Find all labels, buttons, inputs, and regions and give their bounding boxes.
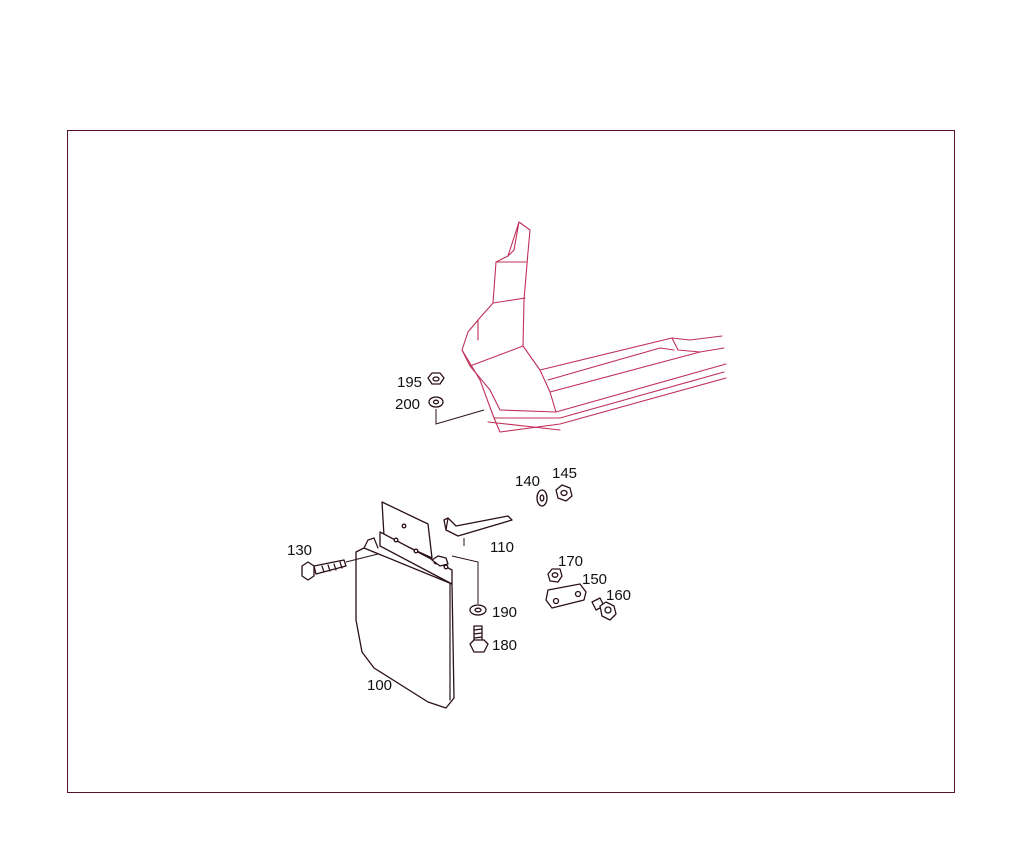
- callout-195: 195: [397, 374, 422, 391]
- clamp-plate-150-icon: [545, 583, 587, 609]
- washer-140-icon: [536, 489, 548, 507]
- washer-200-icon: [428, 396, 444, 408]
- diagram-frame: [67, 130, 955, 793]
- callout-130: 130: [287, 542, 312, 559]
- callout-140: 140: [515, 473, 540, 490]
- bracket-110-icon: [443, 515, 513, 537]
- nut-195-icon: [427, 372, 445, 385]
- callout-170: 170: [558, 553, 583, 570]
- bolt-160-icon: [591, 597, 617, 621]
- bolt-130-icon: [301, 559, 347, 581]
- callout-200: 200: [395, 396, 420, 413]
- mud-flap-100-icon: [355, 501, 455, 709]
- bolt-180-icon: [469, 625, 489, 653]
- vehicle-sill-structure: [461, 221, 727, 433]
- nut-170-icon: [547, 568, 563, 583]
- callout-160: 160: [606, 587, 631, 604]
- callout-145: 145: [552, 465, 577, 482]
- nut-145-icon: [555, 484, 573, 502]
- callout-180: 180: [492, 637, 517, 654]
- leader-200: [435, 409, 485, 425]
- callout-150: 150: [582, 571, 607, 588]
- leader-130: [345, 553, 379, 563]
- callout-190: 190: [492, 604, 517, 621]
- callout-100: 100: [367, 677, 392, 694]
- callout-110: 110: [490, 539, 514, 556]
- leader-190: [451, 555, 479, 604]
- washer-190-icon: [469, 604, 487, 616]
